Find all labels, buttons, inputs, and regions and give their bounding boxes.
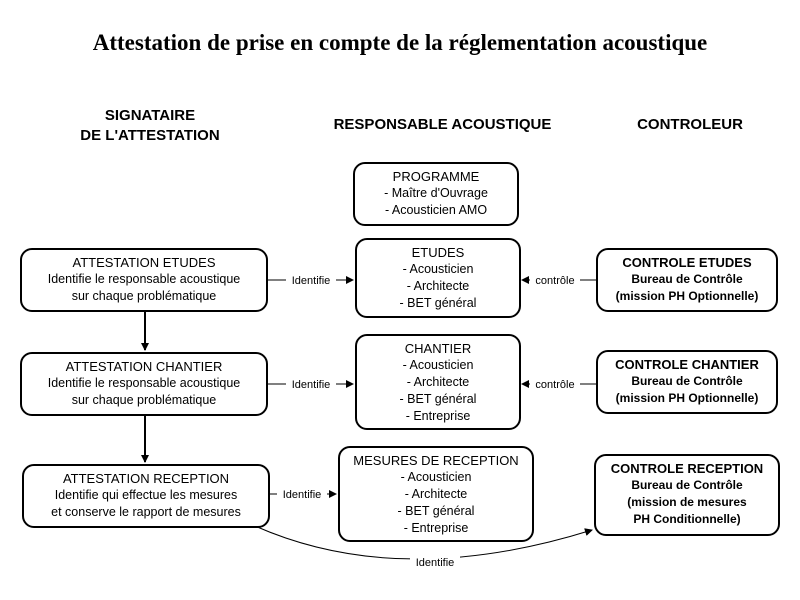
box-controle-etudes: CONTROLE ETUDES Bureau de Contrôle (miss… [596, 248, 778, 312]
box-line: - Acousticien [402, 262, 474, 276]
column-header-responsable: RESPONSABLE ACOUSTIQUE [333, 116, 552, 133]
box-mesures-reception: MESURES DE RECEPTION - Acousticien - Arc… [338, 446, 534, 542]
box-line: Bureau de Contrôle [631, 478, 743, 492]
page-title: Attestation de prise en compte de la rég… [92, 30, 708, 55]
column-header-signataire: SIGNATAIRE DE L'ATTESTATION [40, 106, 260, 146]
box-title: CONTROLE RECEPTION [610, 461, 764, 476]
box-chantier: CHANTIER - Acousticien - Architecte - BE… [355, 334, 521, 430]
box-line: - Entreprise [403, 521, 469, 535]
box-line: - Maître d'Ouvrage [384, 186, 488, 200]
box-line: Bureau de Contrôle [631, 374, 743, 388]
box-line: Identifie le responsable acoustique [47, 376, 241, 390]
box-line: Identifie qui effectue les mesures [54, 488, 238, 502]
box-line: (mission PH Optionnelle) [615, 289, 759, 303]
box-etudes: ETUDES - Acousticien - Architecte - BET … [355, 238, 521, 318]
box-line: - BET général [399, 392, 477, 406]
box-title: ATTESTATION ETUDES [72, 255, 216, 270]
box-title: ETUDES [411, 245, 465, 260]
box-line: - BET général [397, 504, 475, 518]
box-line: - Acousticien AMO [384, 203, 488, 217]
box-line: - Entreprise [405, 409, 471, 423]
label-identifie-reception: Identifie [283, 489, 322, 501]
box-programme: PROGRAMME - Maître d'Ouvrage - Acoustici… [353, 162, 519, 226]
box-line: et conserve le rapport de mesures [51, 505, 241, 519]
box-line: - Acousticien [400, 470, 472, 484]
box-line: PH Conditionnelle) [633, 512, 741, 526]
label-identifie-bottom: Identifie [416, 557, 455, 569]
box-line: - Architecte [406, 279, 470, 293]
box-controle-chantier: CONTROLE CHANTIER Bureau de Contrôle (mi… [596, 350, 778, 414]
label-controle-chantier: contrôle [535, 379, 574, 391]
box-line: - Architecte [404, 487, 468, 501]
box-attestation-chantier: ATTESTATION CHANTIER Identifie le respon… [20, 352, 268, 416]
box-line: (mission de mesures [627, 495, 747, 509]
column-header-signataire-line2: DE L'ATTESTATION [80, 127, 220, 144]
box-title: CONTROLE CHANTIER [615, 357, 759, 372]
box-title: CONTROLE ETUDES [622, 255, 752, 270]
box-line: sur chaque problématique [71, 289, 217, 303]
box-attestation-reception: ATTESTATION RECEPTION Identifie qui effe… [22, 464, 270, 528]
box-line: Bureau de Contrôle [631, 272, 743, 286]
box-line: - Acousticien [402, 358, 474, 372]
label-identifie-etudes: Identifie [292, 275, 331, 287]
label-identifie-chantier: Identifie [292, 379, 331, 391]
box-line: Identifie le responsable acoustique [47, 272, 241, 286]
box-line: - BET général [399, 296, 477, 310]
column-header-signataire-line1: SIGNATAIRE [104, 107, 196, 124]
box-title: ATTESTATION CHANTIER [65, 359, 223, 374]
box-title: PROGRAMME [392, 169, 480, 184]
box-line: - Architecte [406, 375, 470, 389]
box-line: (mission PH Optionnelle) [615, 391, 759, 405]
label-controle-etudes: contrôle [535, 275, 574, 287]
box-controle-reception: CONTROLE RECEPTION Bureau de Contrôle (m… [594, 454, 780, 536]
box-title: ATTESTATION RECEPTION [62, 471, 230, 486]
box-line: sur chaque problématique [71, 393, 217, 407]
box-title: CHANTIER [404, 341, 472, 356]
box-attestation-etudes: ATTESTATION ETUDES Identifie le responsa… [20, 248, 268, 312]
column-header-controleur: CONTROLEUR [637, 116, 743, 133]
box-title: MESURES DE RECEPTION [353, 453, 519, 468]
